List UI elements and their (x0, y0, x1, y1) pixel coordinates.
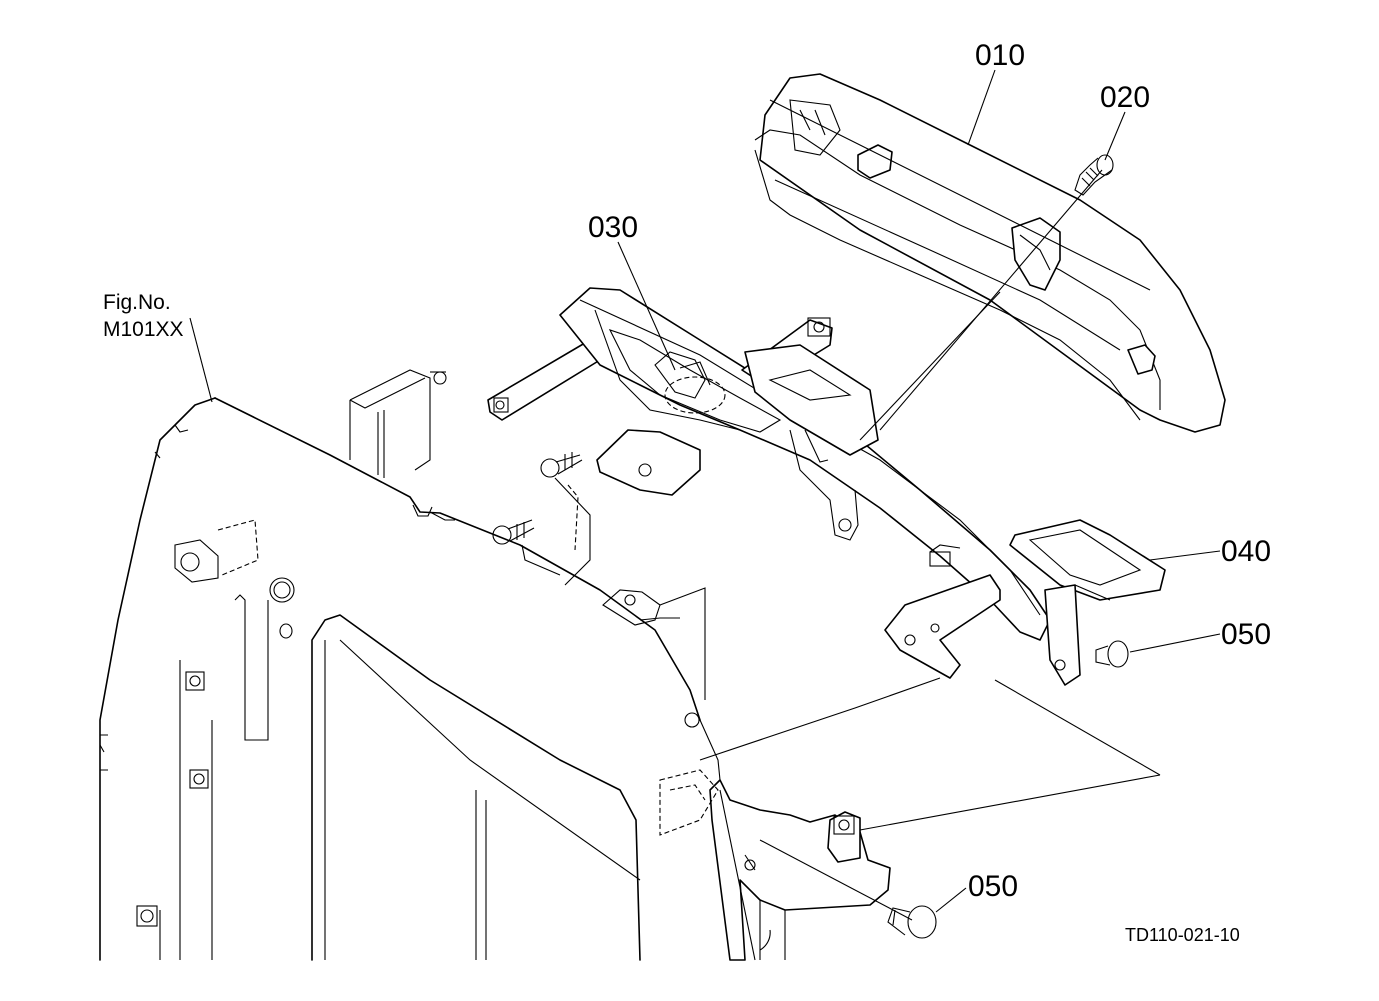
figure-label-line2: M101XX (103, 318, 184, 341)
lower-mount-bracket (602, 587, 891, 961)
bracket-040 (1009, 519, 1166, 686)
labels: 010 020 030 040 050 050 Fig.No. M101XX T… (103, 39, 1271, 945)
part-label-020: 020 (1100, 81, 1150, 114)
bolt-050-upper (1095, 640, 1129, 668)
part-label-040: 040 (1221, 535, 1271, 568)
part-label-050-lower: 050 (968, 870, 1018, 903)
centre-lines (214, 169, 1161, 921)
part-label-030: 030 (588, 211, 638, 244)
part-label-010: 010 (975, 39, 1025, 72)
drawing-reference: TD110-021-10 (1125, 925, 1240, 945)
part-label-050-upper: 050 (1221, 618, 1271, 651)
meter-frame-030 (487, 287, 1051, 679)
meter-panel-010 (754, 73, 1226, 433)
bolt-050-lower (887, 905, 937, 939)
figure-label-line1: Fig.No. (103, 291, 171, 314)
dashboard-panel (99, 397, 701, 961)
mounting-bracket-left (349, 369, 591, 586)
leader-lines (189, 69, 1221, 913)
screw-020 (1074, 154, 1114, 196)
